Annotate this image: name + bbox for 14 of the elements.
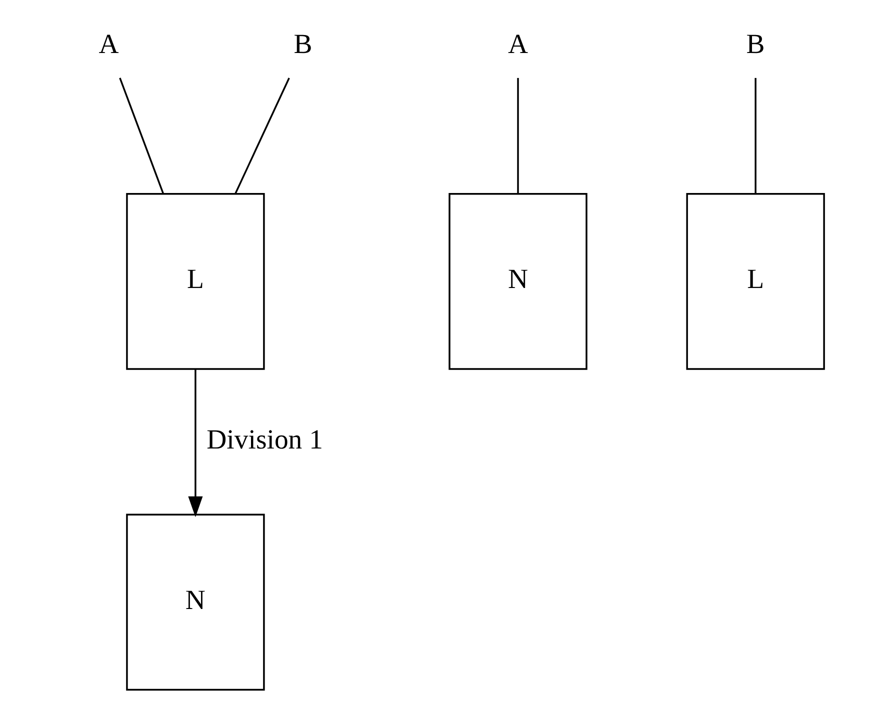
node-box: N bbox=[126, 514, 265, 691]
connector bbox=[119, 78, 164, 194]
node-box: N bbox=[448, 192, 588, 370]
node-text: B bbox=[746, 29, 765, 60]
arrow bbox=[188, 369, 203, 518]
connector bbox=[234, 78, 290, 194]
node-box: L bbox=[686, 192, 825, 370]
node-text: A bbox=[98, 29, 119, 60]
edge-label: Division 1 bbox=[206, 424, 323, 456]
connector bbox=[517, 78, 519, 194]
connector bbox=[754, 78, 756, 194]
node-text: A bbox=[508, 29, 528, 60]
node-text: B bbox=[294, 29, 312, 60]
node-box: L bbox=[126, 192, 265, 370]
